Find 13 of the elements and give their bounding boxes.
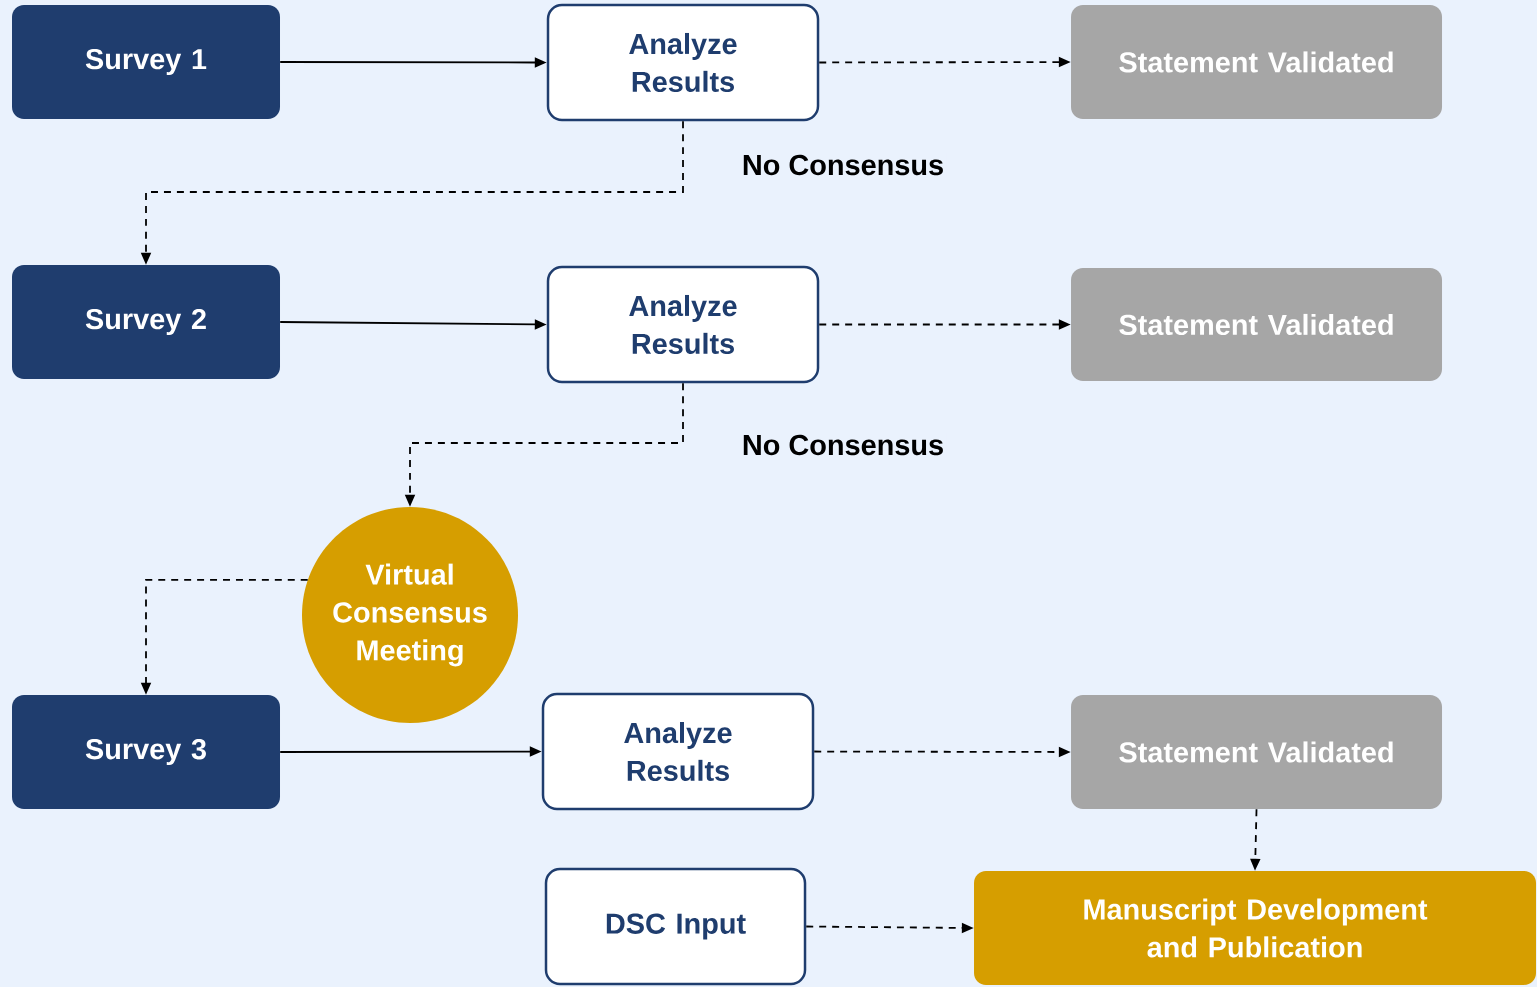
process-box: Analyze Results [541, 692, 815, 811]
survey-box: Survey 3 [12, 695, 280, 809]
survey-box: Survey 2 [12, 265, 280, 379]
process-box: DSC Input [544, 867, 807, 986]
process-box: Analyze Results [546, 265, 820, 384]
result-box: Statement Validated [1071, 268, 1442, 381]
edge-label: No Consensus [739, 432, 947, 458]
process-box: Analyze Results [546, 3, 820, 122]
survey-box: Survey 1 [12, 5, 280, 119]
result-box: Statement Validated [1071, 5, 1442, 119]
edge-label: No Consensus [739, 152, 947, 178]
result-box: Statement Validated [1071, 695, 1442, 809]
outcome-box: Manuscript Development and Publication [974, 871, 1536, 985]
